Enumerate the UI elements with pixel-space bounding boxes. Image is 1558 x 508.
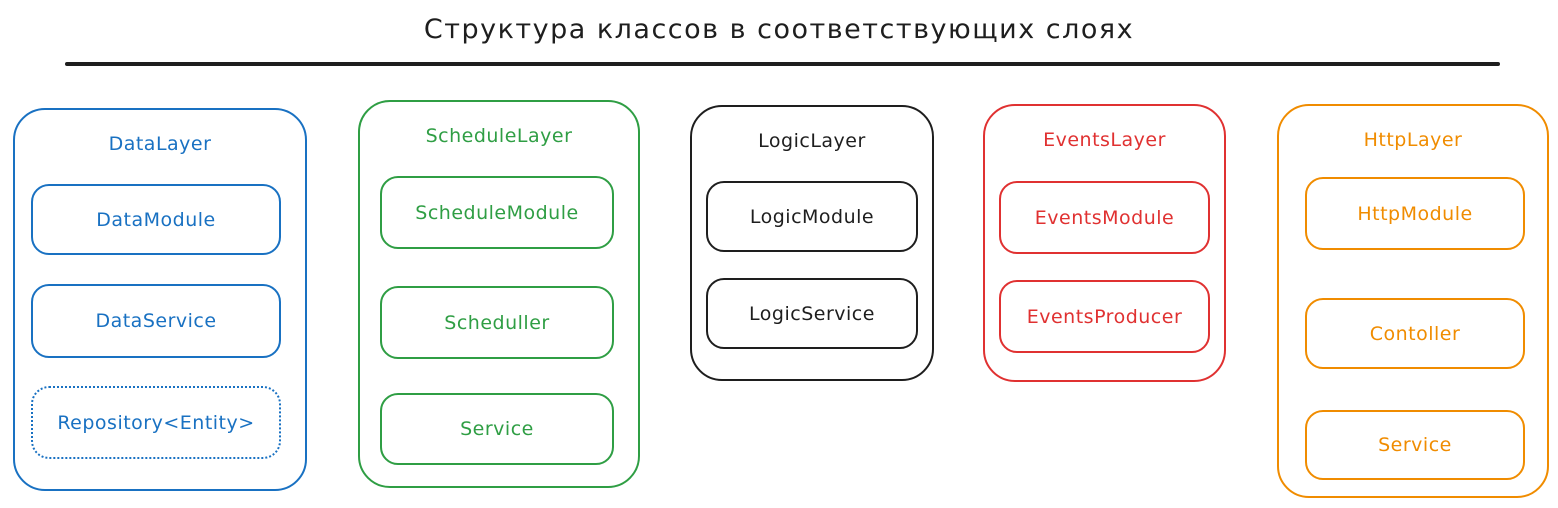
- class-node-logicservice: LogicService: [706, 278, 918, 349]
- class-node-httpmodule: HttpModule: [1305, 177, 1525, 250]
- layer-httplayer-title: HttpLayer: [1363, 129, 1463, 151]
- diagram-title: Структура классов в соответствующих слоя…: [423, 14, 1135, 45]
- class-node-datamodule: DataModule: [31, 184, 281, 255]
- class-node-label: HttpModule: [1357, 202, 1473, 225]
- class-node-label: DataModule: [96, 208, 216, 231]
- class-node-label: Service: [460, 418, 534, 440]
- class-node-label: LogicModule: [749, 205, 875, 228]
- class-node-label: Service: [1378, 434, 1452, 456]
- layer-httplayer: HttpLayer HttpModule Contoller Service: [1277, 104, 1549, 498]
- title-underline: [65, 62, 1500, 66]
- layer-logiclayer-title: LogicLayer: [758, 130, 866, 152]
- layer-datalayer-title: DataLayer: [108, 133, 212, 155]
- class-node-label: EventsProducer: [1026, 305, 1183, 328]
- class-node-eventsmodule: EventsModule: [999, 181, 1210, 254]
- layer-schedulelayer-title: ScheduleLayer: [425, 125, 573, 147]
- layer-eventslayer-title: EventsLayer: [1043, 129, 1166, 151]
- layer-eventslayer: EventsLayer EventsModule EventsProducer: [983, 104, 1226, 382]
- class-node-label: LogicService: [749, 302, 875, 325]
- layer-datalayer: DataLayer DataModule DataService Reposit…: [13, 108, 307, 491]
- class-node-eventsproducer: EventsProducer: [999, 280, 1210, 353]
- class-node-label: ScheduleModule: [415, 201, 579, 224]
- class-node-http-service: Service: [1305, 410, 1525, 480]
- layer-logiclayer: LogicLayer LogicModule LogicService: [690, 105, 934, 381]
- class-node-dataservice: DataService: [31, 284, 281, 358]
- class-node-schedule-service: Service: [380, 393, 614, 465]
- class-node-label: Repository<Entity>: [57, 411, 255, 434]
- class-node-label: Scheduller: [444, 311, 550, 334]
- class-node-label: EventsModule: [1034, 206, 1175, 229]
- class-node-schedulemodule: ScheduleModule: [380, 176, 614, 249]
- class-node-contoller: Contoller: [1305, 298, 1525, 369]
- class-node-repository-entity: Repository<Entity>: [31, 386, 281, 459]
- class-node-label: DataService: [95, 310, 217, 332]
- class-node-scheduller: Scheduller: [380, 286, 614, 359]
- class-node-label: Contoller: [1369, 322, 1461, 345]
- class-node-logicmodule: LogicModule: [706, 181, 918, 252]
- layer-schedulelayer: ScheduleLayer ScheduleModule Scheduller …: [358, 100, 640, 488]
